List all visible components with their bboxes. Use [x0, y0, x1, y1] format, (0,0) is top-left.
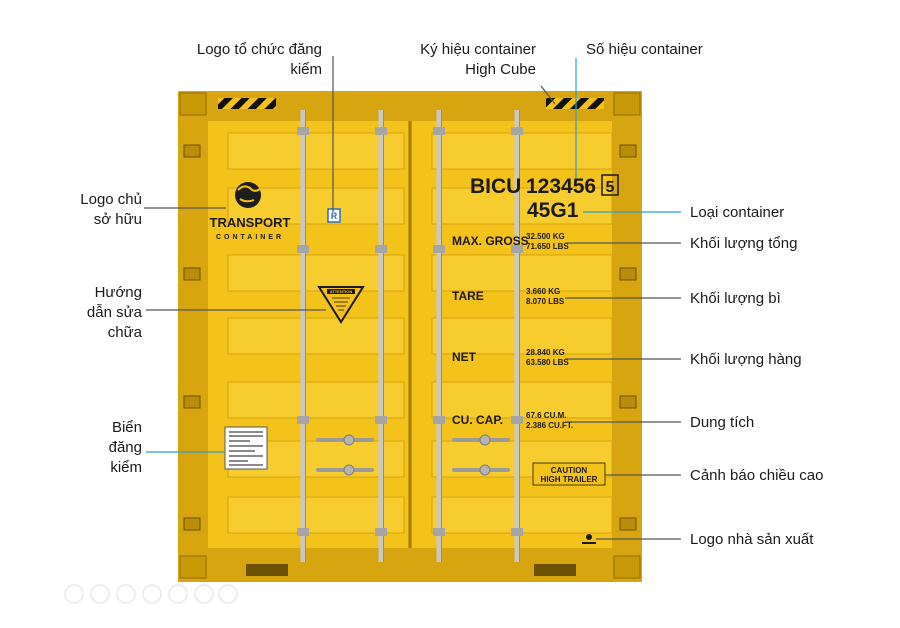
label-height-warning: Cảnh báo chiều cao — [690, 467, 824, 484]
hinge-right — [619, 144, 637, 158]
weight-label: MAX. GROSS — [452, 234, 529, 248]
owner-brand-name: TRANSPORT — [210, 215, 291, 230]
serial-number: 123456 — [526, 175, 596, 198]
repair-instruction-sign: ATTENTION — [317, 286, 365, 324]
weight-value-secondary: 71.650 LBS — [526, 242, 569, 251]
manufacturer-logo — [582, 534, 596, 544]
door-panel — [431, 381, 613, 419]
hinge-right — [619, 395, 637, 409]
check-digit: 5 — [606, 179, 615, 196]
door-panel — [431, 187, 613, 225]
door-panel — [227, 381, 405, 419]
weight-label: NET — [452, 350, 477, 364]
door-panel — [431, 132, 613, 170]
caution-line-2: HIGH TRAILER — [541, 475, 598, 484]
locking-bars — [297, 110, 523, 562]
label-tare: Khối lượng bì — [690, 290, 781, 307]
owner-brand-sub: CONTAINER — [216, 234, 284, 241]
weight-value-primary: 32.500 KG — [526, 232, 565, 241]
owner-code: BICU — [470, 175, 521, 198]
type-code: 45G1 — [527, 199, 579, 222]
owner-logo: TRANSPORT CONTAINER — [210, 182, 291, 241]
door-hinges — [183, 144, 637, 531]
registration-org-logo: R — [327, 208, 341, 223]
label-capacity: Dung tích — [690, 414, 755, 431]
weight-value-primary: 3.660 KG — [526, 287, 560, 296]
leader-highcube — [540, 85, 556, 105]
svg-text:R: R — [331, 211, 338, 221]
leader-lines — [144, 56, 681, 540]
door-panel — [431, 317, 613, 355]
label-serial: Số hiệu container — [586, 41, 703, 58]
door-panel — [431, 254, 613, 292]
registration-plate — [224, 426, 268, 470]
height-warning-sign: CAUTION HIGH TRAILER — [532, 462, 606, 486]
hinge-left — [183, 517, 201, 531]
label-net: Khối lượng hàng — [690, 351, 802, 368]
door-panel — [227, 496, 405, 534]
highcube-stripe-left — [218, 98, 276, 109]
weight-value-secondary: 63.580 LBS — [526, 358, 569, 367]
door-panel — [227, 317, 405, 355]
caution-line-1: CAUTION — [551, 466, 588, 475]
hinge-left — [183, 395, 201, 409]
weight-value-secondary: 2.386 CU.FT. — [526, 421, 573, 430]
label-gross: Khối lượng tổng — [690, 235, 798, 252]
bottom-decoration — [64, 584, 238, 604]
highcube-stripe-right — [546, 98, 604, 109]
weight-label: CU. CAP. — [452, 413, 503, 427]
label-type: Loại container — [690, 204, 785, 221]
door-panel — [431, 496, 613, 534]
hinge-right — [619, 517, 637, 531]
weight-value-primary: 28.840 KG — [526, 348, 565, 357]
label-maker-logo: Logo nhà sản xuất — [690, 531, 814, 548]
door-panel — [227, 132, 405, 170]
weight-value-secondary: 8.070 LBS — [526, 297, 565, 306]
door-panel — [227, 254, 405, 292]
weight-label: TARE — [452, 289, 484, 303]
hinge-right — [619, 267, 637, 281]
weight-value-primary: 67.6 CU.M. — [526, 411, 566, 420]
container-id-marking: BICU 123456 5 45G1 — [470, 174, 619, 222]
hinge-left — [183, 267, 201, 281]
attention-text: ATTENTION — [330, 289, 353, 294]
hinge-left — [183, 144, 201, 158]
